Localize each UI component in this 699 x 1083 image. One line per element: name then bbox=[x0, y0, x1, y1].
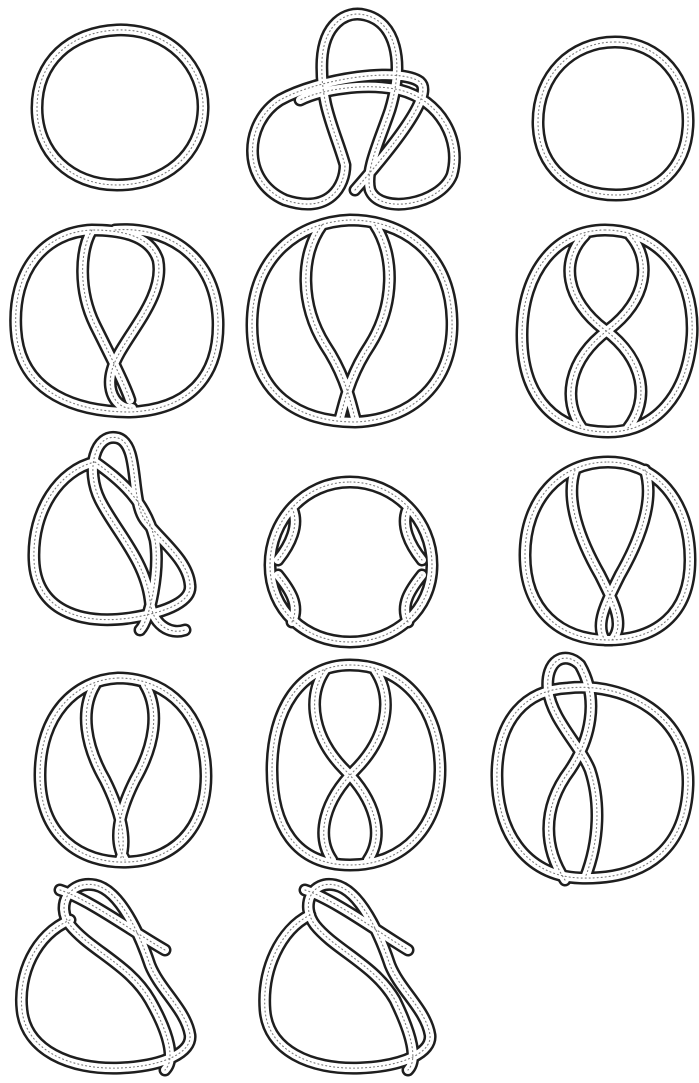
knot-drawing-row2-right bbox=[522, 230, 692, 432]
knot-drawing-row4-right bbox=[497, 658, 688, 880]
rope-core bbox=[37, 30, 203, 185]
knot-drawing-row3-middle bbox=[270, 482, 432, 642]
knot-drawing-row5-middle bbox=[265, 884, 430, 1070]
knot-drawing-row5-left bbox=[21, 884, 190, 1070]
rope-outline bbox=[253, 14, 455, 204]
rope-texture bbox=[253, 14, 455, 204]
knot-drawing-unknot-1 bbox=[37, 30, 203, 185]
knot-drawing-row3-right bbox=[525, 462, 690, 640]
knot-drawing-row4-middle bbox=[272, 665, 440, 865]
knot-drawing-row2-left bbox=[16, 230, 218, 412]
rope-core bbox=[21, 884, 190, 1070]
knot-drawing-row3-left bbox=[34, 437, 190, 631]
knot-drawing-row4-left bbox=[40, 678, 206, 862]
rope-core bbox=[272, 665, 440, 865]
rope-core bbox=[253, 14, 455, 204]
knot-drawing-trefoil bbox=[253, 14, 455, 204]
knot-drawing-unknot-2 bbox=[538, 42, 688, 195]
rope-core bbox=[538, 42, 688, 195]
knot-drawing-row2-middle bbox=[252, 220, 452, 422]
